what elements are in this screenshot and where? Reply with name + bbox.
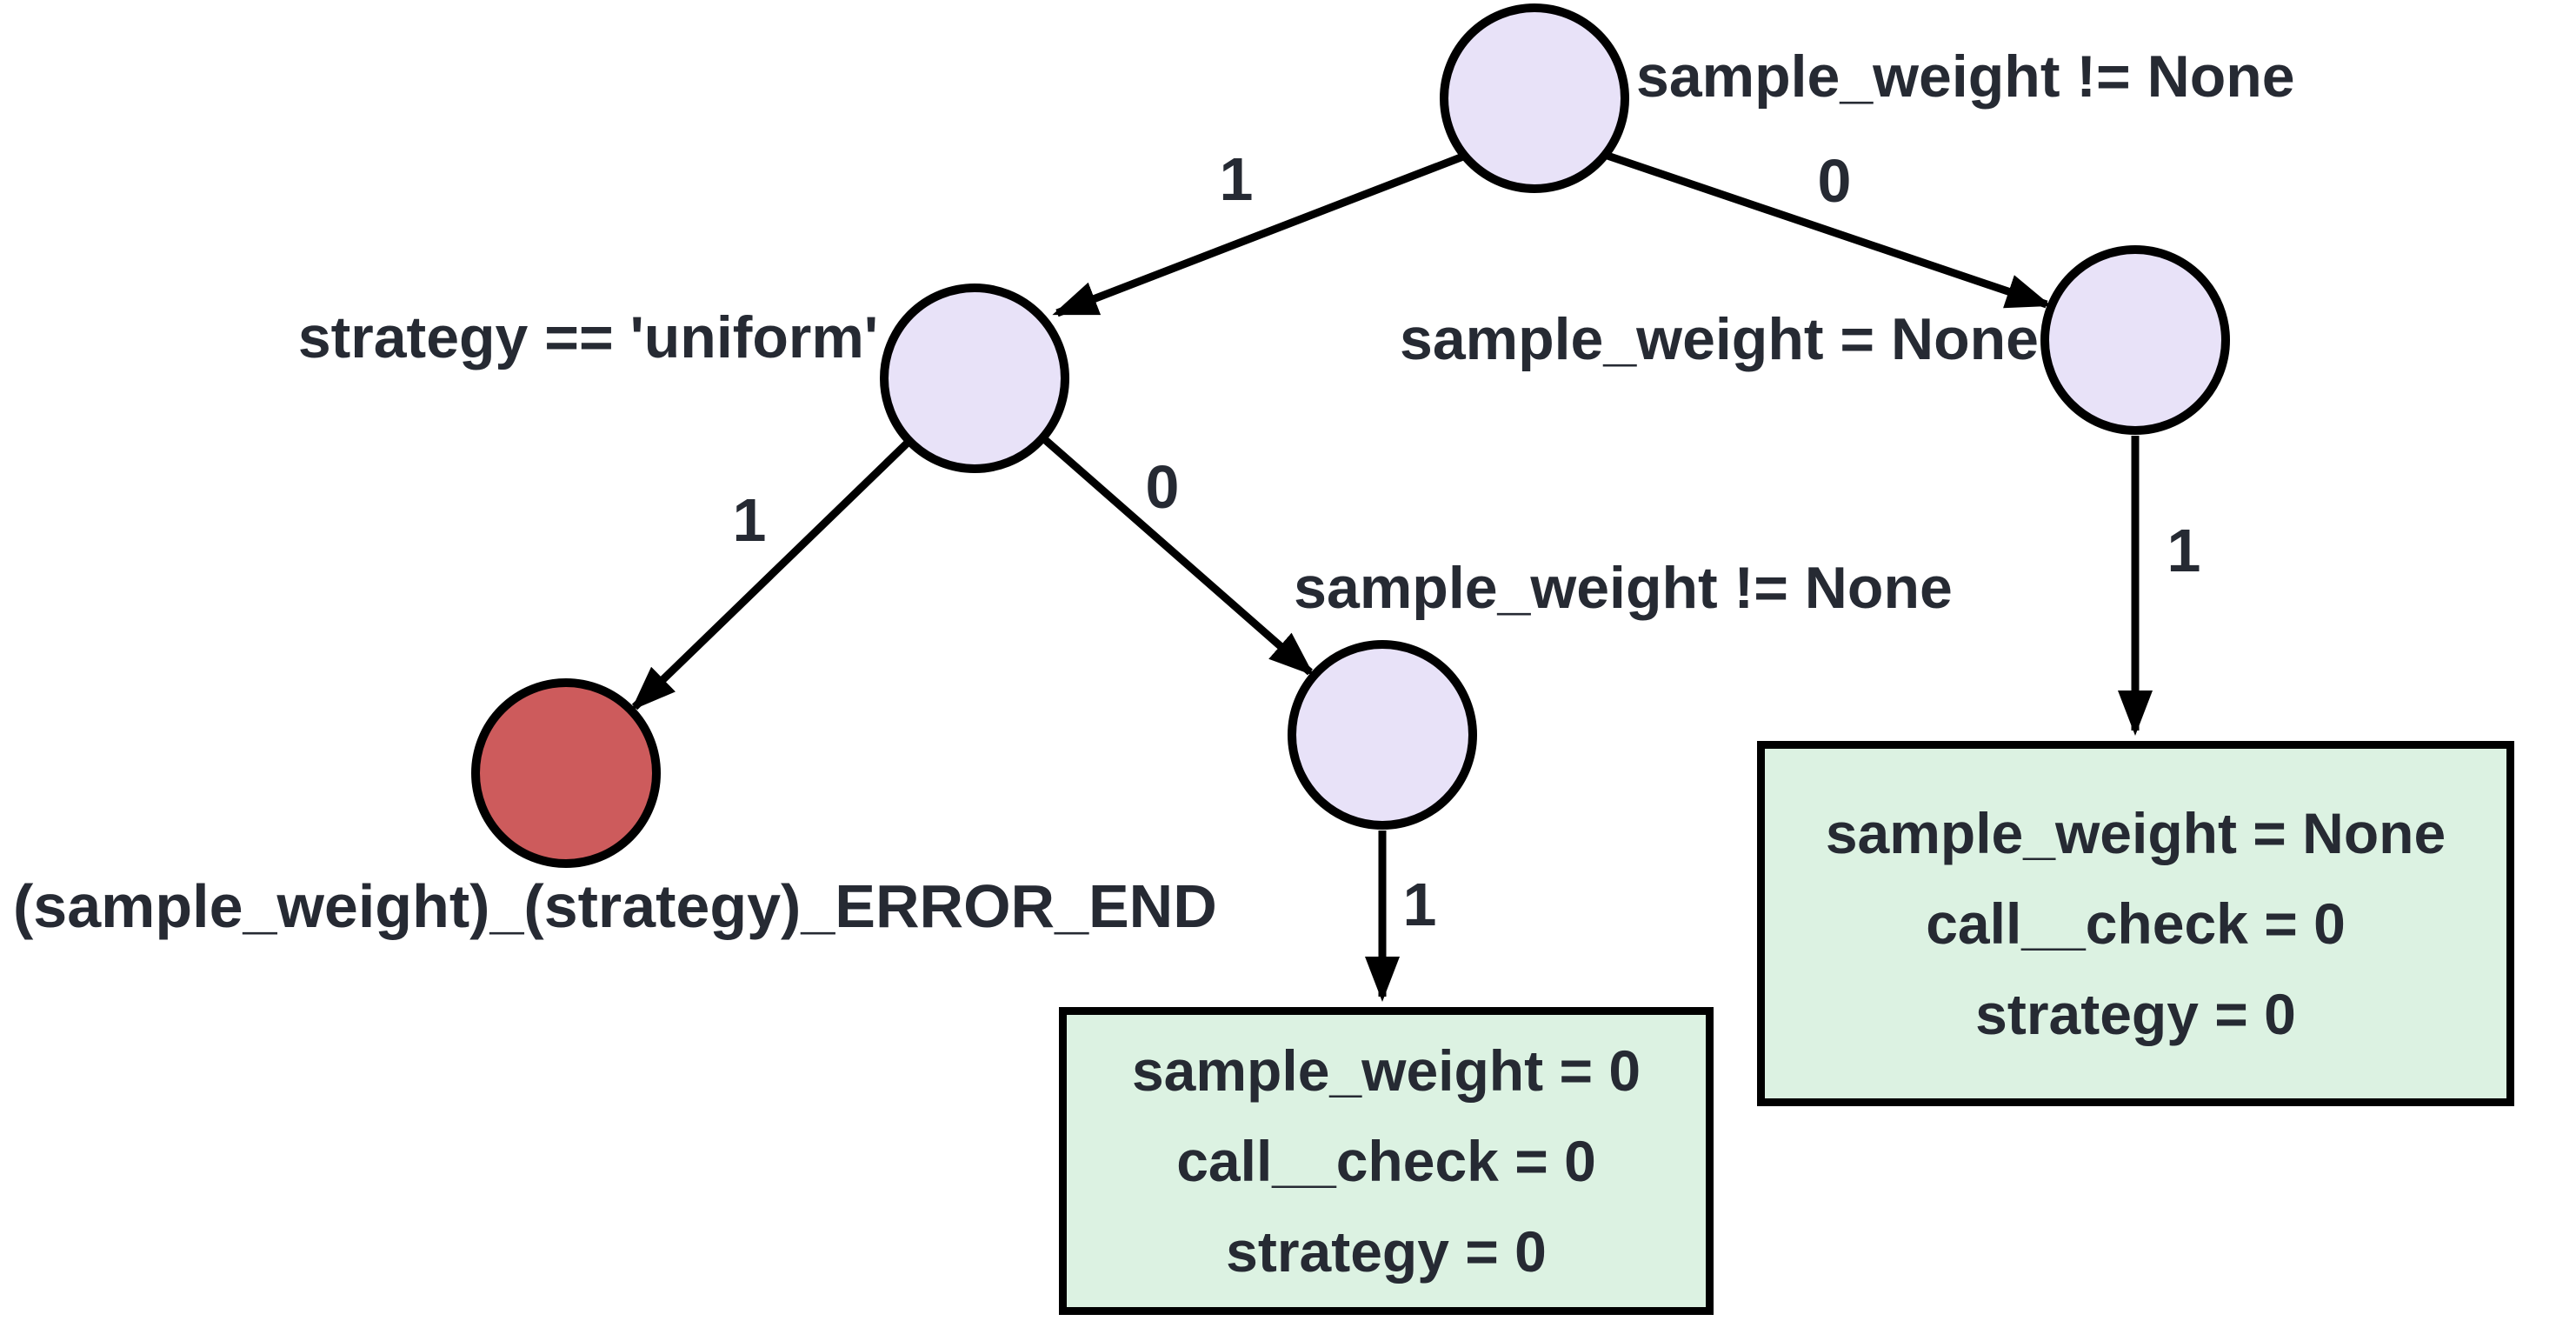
edge-label-mid-to-leaf: 1	[1402, 871, 1437, 938]
leaf-box-right-line-2: call__check = 0	[1926, 891, 2346, 956]
root-decision-node	[1440, 3, 1629, 193]
leaf-box-right-line-1: sample_weight = None	[1825, 801, 2446, 865]
right-decision-node	[2040, 245, 2230, 435]
leaf-box-mid: sample_weight = 0 call__check = 0 strate…	[1059, 1007, 1714, 1315]
mid-node-label: sample_weight != None	[1294, 555, 1953, 621]
edge-root-to-strategy	[1052, 150, 1469, 317]
strategy-decision-node	[880, 284, 1069, 473]
root-node-label: sample_weight != None	[1636, 43, 2295, 110]
edge-strategy-to-mid	[1040, 434, 1315, 676]
error-node-label: (sample_weight)_(strategy)_ERROR_END	[13, 872, 1217, 940]
mid-decision-node	[1288, 640, 1477, 830]
edge-label-strategy-to-error: 1	[732, 486, 767, 554]
right-node-label: sample_weight = None	[1400, 306, 2039, 372]
leaf-box-right: sample_weight = None call__check = 0 str…	[1757, 741, 2514, 1106]
edge-label-strategy-to-mid: 0	[1145, 453, 1180, 521]
leaf-box-mid-line-1: sample_weight = 0	[1131, 1038, 1641, 1103]
error-node	[471, 678, 661, 868]
edge-root-to-right	[1601, 150, 2052, 309]
edge-label-right-to-leaf: 1	[2167, 517, 2201, 584]
leaf-box-right-line-3: strategy = 0	[1975, 982, 2296, 1046]
edge-label-root-to-right: 0	[1817, 147, 1852, 215]
leaf-box-mid-line-3: strategy = 0	[1226, 1219, 1547, 1284]
leaf-box-mid-line-2: call__check = 0	[1176, 1129, 1596, 1193]
strategy-node-label: strategy == 'uniform'	[297, 304, 878, 370]
edge-label-root-to-strategy: 1	[1219, 145, 1254, 213]
edge-strategy-to-error	[630, 437, 913, 711]
